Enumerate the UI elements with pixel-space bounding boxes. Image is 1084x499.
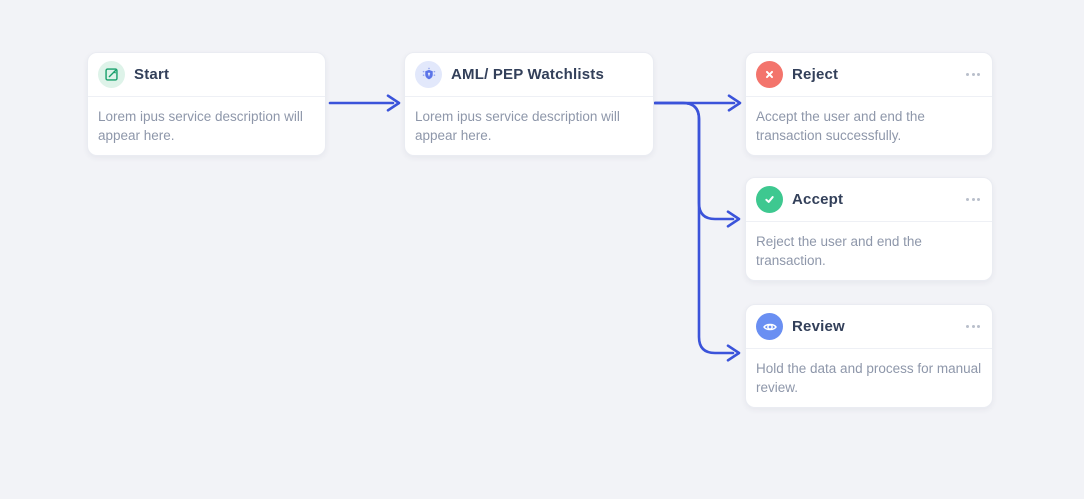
node-review-title: Review <box>792 318 845 335</box>
node-accept-description: Reject the user and end the transaction. <box>756 234 922 268</box>
x-circle-icon <box>756 61 783 88</box>
node-review-description: Hold the data and process for manual rev… <box>756 361 982 395</box>
edge-start-to-aml-arrowhead <box>386 94 401 112</box>
node-aml-title: AML/ PEP Watchlists <box>451 66 604 83</box>
node-aml-pep-watchlists[interactable]: AML/ PEP Watchlists Lorem ipus service d… <box>404 52 654 156</box>
edge-group <box>328 94 742 362</box>
node-start-title: Start <box>134 66 170 83</box>
more-options-icon[interactable] <box>964 69 982 80</box>
edge-aml-to-review-arrowhead <box>726 344 741 362</box>
node-reject-title: Reject <box>792 66 839 83</box>
node-review[interactable]: Review Hold the data and process for man… <box>745 304 993 408</box>
edge-aml-to-accept <box>653 101 735 221</box>
more-options-icon[interactable] <box>964 321 982 332</box>
node-reject-description: Accept the user and end the transaction … <box>756 109 925 143</box>
node-start-description: Lorem ipus service description will appe… <box>98 109 303 143</box>
node-aml-header: AML/ PEP Watchlists <box>405 53 653 97</box>
check-circle-icon <box>756 186 783 213</box>
eye-icon <box>756 313 783 340</box>
node-reject[interactable]: Reject Accept the user and end the trans… <box>745 52 993 156</box>
shield-scan-icon <box>415 61 442 88</box>
node-review-header: Review <box>746 305 992 349</box>
node-aml-description: Lorem ipus service description will appe… <box>415 109 620 143</box>
edge-aml-to-review <box>653 101 735 355</box>
node-reject-header: Reject <box>746 53 992 97</box>
node-accept-header: Accept <box>746 178 992 222</box>
node-accept-title: Accept <box>792 191 844 208</box>
node-start-header: Start <box>88 53 325 97</box>
node-start[interactable]: Start Lorem ipus service description wil… <box>87 52 326 156</box>
edge-aml-to-accept-arrowhead <box>726 210 741 228</box>
edge-aml-to-reject-arrowhead <box>727 94 742 112</box>
node-accept[interactable]: Accept Reject the user and end the trans… <box>745 177 993 281</box>
edit-icon <box>98 61 125 88</box>
more-options-icon[interactable] <box>964 194 982 205</box>
